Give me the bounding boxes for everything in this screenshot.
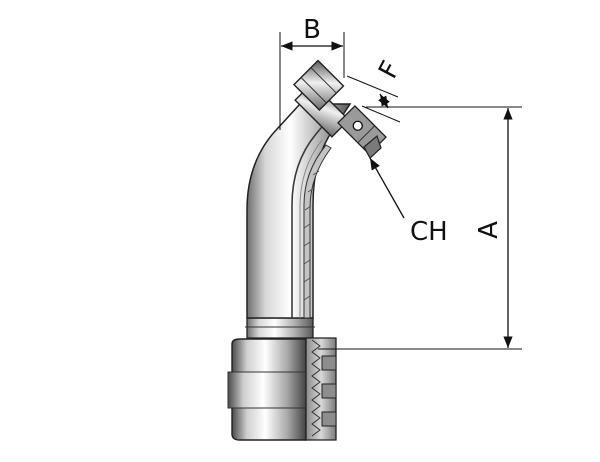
dimension-b: B (279, 15, 345, 130)
label-ch: CH (410, 217, 448, 247)
ferrule (227, 317, 337, 441)
dimension-a: A (318, 106, 522, 350)
swivel-nut (292, 59, 387, 159)
bent-tube (246, 103, 352, 319)
label-a: A (474, 221, 504, 239)
dimension-ch: CH (369, 157, 448, 247)
label-b: B (303, 15, 321, 45)
label-f: F (373, 56, 407, 83)
